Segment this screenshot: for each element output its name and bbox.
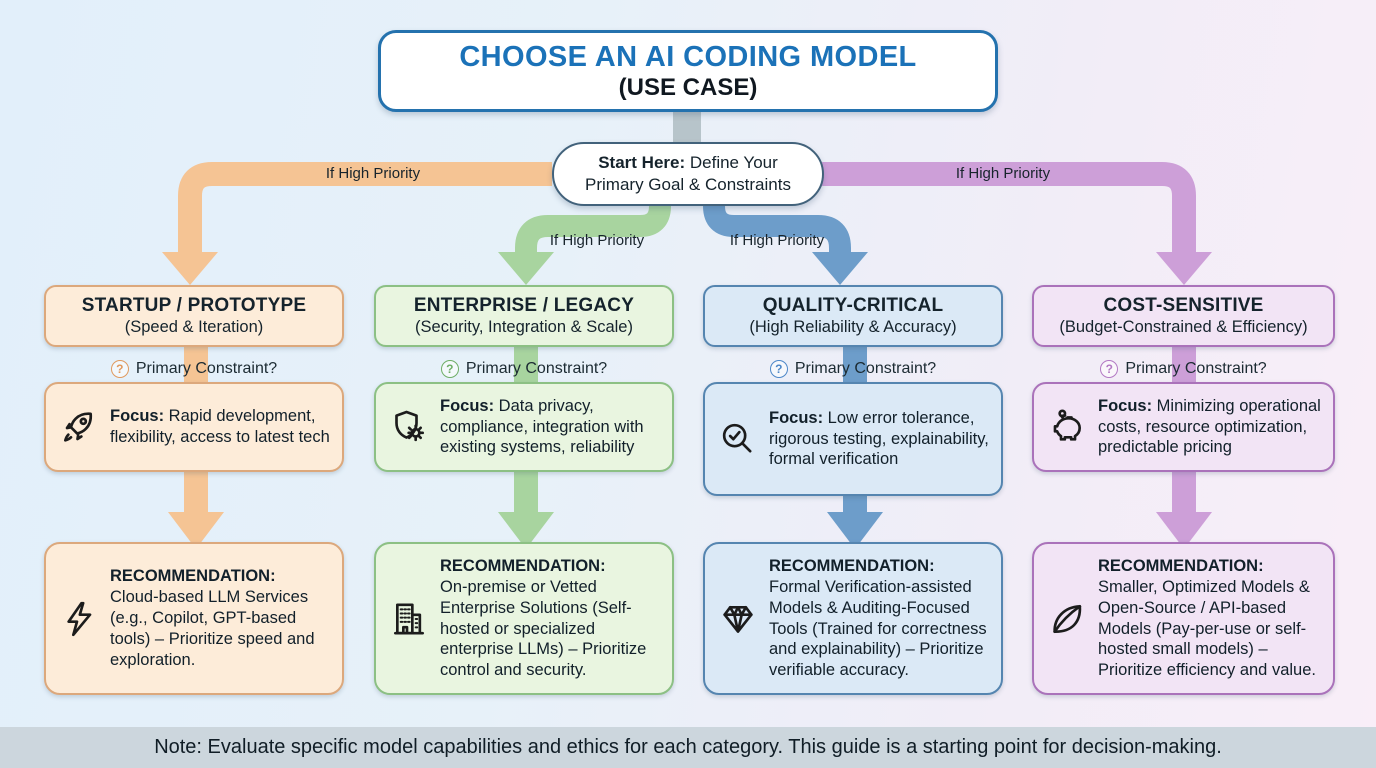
branch-label-enterprise: If High Priority [549, 232, 645, 249]
branch-label-cost: If High Priority [955, 165, 1051, 182]
constraint-row-enterprise: ? Primary Constraint? [374, 356, 674, 382]
constraint-label: Primary Constraint? [135, 360, 278, 377]
focus-text: Focus: Low error tolerance, rigorous tes… [769, 408, 991, 471]
recommendation-body: Cloud-based LLM Services (e.g., Copilot,… [110, 588, 315, 669]
piggy-bank-icon [1044, 407, 1090, 447]
recommendation-box-startup: RECOMMENDATION: Cloud-based LLM Services … [44, 542, 344, 695]
focus-body: Low error tolerance, rigorous testing, e… [769, 408, 989, 469]
main-title-box: CHOOSE AN AI CODING MODEL (USE CASE) [378, 30, 998, 112]
constraint-row-startup: ? Primary Constraint? [44, 356, 344, 382]
enterprise-rec-stem [514, 468, 538, 516]
constraint-label: Primary Constraint? [465, 360, 608, 377]
enterprise-branch-arrowhead [498, 252, 554, 285]
cost-constraint-stem [1172, 346, 1196, 388]
start-node: Start Here: Define Your Primary Goal & C… [552, 142, 824, 206]
focus-body: Rapid development, flexibility, access t… [110, 407, 330, 446]
constraint-row-quality: ? Primary Constraint? [703, 356, 1003, 382]
enterprise-branch-arm [515, 198, 671, 254]
building-icon [386, 599, 432, 639]
focus-body: Data privacy, compliance, integration wi… [440, 396, 644, 457]
leaf-icon [1044, 599, 1090, 639]
recommendation-text: RECOMMENDATION: Formal Verification-assis… [769, 556, 991, 682]
rocket-icon [56, 407, 102, 447]
start-node-label-rest: Define Your Primary Goal & Constraints [585, 153, 791, 194]
recommendation-text: RECOMMENDATION: Smaller, Optimized Models… [1098, 556, 1323, 682]
page-subtitle: (USE CASE) [618, 73, 758, 101]
quality-constraint-stem [843, 346, 867, 388]
category-subtitle: (Security, Integration & Scale) [415, 318, 633, 336]
focus-box-startup: Focus: Rapid development, flexibility, a… [44, 382, 344, 472]
enterprise-constraint-stem [514, 346, 538, 388]
cost-branch-arm [822, 162, 1196, 254]
focus-label: Focus: [440, 396, 495, 415]
recommendation-label: RECOMMENDATION: [1098, 556, 1264, 575]
recommendation-label: RECOMMENDATION: [110, 567, 276, 586]
focus-text: Focus: Data privacy, compliance, integra… [440, 396, 662, 459]
category-header-enterprise: ENTERPRISE / LEGACY (Security, Integrati… [374, 285, 674, 347]
constraint-row-cost: ? Primary Constraint? [1032, 356, 1335, 382]
category-subtitle: (Budget-Constrained & Efficiency) [1059, 318, 1308, 336]
recommendation-label: RECOMMENDATION: [769, 556, 935, 575]
focus-label: Focus: [110, 407, 165, 426]
footer-note: Note: Evaluate specific model capabiliti… [0, 727, 1376, 768]
category-header-quality: QUALITY-CRITICAL (High Reliability & Acc… [703, 285, 1003, 347]
recommendation-body: On-premise or Vetted Enterprise Solution… [440, 577, 647, 680]
start-node-label-bold: Start Here: [598, 153, 686, 173]
startup-branch-arm [178, 162, 552, 254]
recommendation-body: Smaller, Optimized Models & Open-Source … [1098, 577, 1316, 680]
question-icon: ? [440, 360, 459, 378]
start-node-text: Start Here: Define Your Primary Goal & C… [570, 152, 806, 196]
quality-rec-stem [843, 494, 867, 516]
category-header-cost: COST-SENSITIVE (Budget-Constrained & Eff… [1032, 285, 1335, 347]
recommendation-text: RECOMMENDATION: On-premise or Vetted Ente… [440, 556, 662, 682]
category-title: COST-SENSITIVE [1103, 295, 1264, 316]
branch-label-startup: If High Priority [325, 165, 421, 182]
diamond-icon [715, 599, 761, 639]
category-header-startup: STARTUP / PROTOTYPE (Speed & Iteration) [44, 285, 344, 347]
constraint-label: Primary Constraint? [1125, 360, 1267, 377]
cost-branch-arrowhead [1156, 252, 1212, 285]
recommendation-box-quality: RECOMMENDATION: Formal Verification-assis… [703, 542, 1003, 695]
focus-label: Focus: [769, 408, 824, 427]
focus-body: Minimizing operational costs, resource o… [1098, 396, 1321, 457]
page-title: CHOOSE AN AI CODING MODEL [459, 40, 917, 73]
branch-label-quality: If High Priority [729, 232, 825, 249]
category-subtitle: (High Reliability & Accuracy) [749, 318, 957, 336]
startup-rec-arrowhead [168, 512, 224, 549]
focus-box-quality: Focus: Low error tolerance, rigorous tes… [703, 382, 1003, 496]
question-icon: ? [1100, 360, 1119, 378]
startup-branch-arrowhead [162, 252, 218, 285]
quality-rec-arrowhead [827, 512, 883, 549]
title-start-connector [673, 106, 701, 148]
recommendation-text: RECOMMENDATION: Cloud-based LLM Services … [110, 566, 332, 671]
focus-box-cost: Focus: Minimizing operational costs, res… [1032, 382, 1335, 472]
recommendation-box-enterprise: RECOMMENDATION: On-premise or Vetted Ente… [374, 542, 674, 695]
recommendation-label: RECOMMENDATION: [440, 556, 606, 575]
enterprise-rec-arrowhead [498, 512, 554, 549]
startup-constraint-stem [184, 346, 208, 388]
question-icon: ? [110, 360, 129, 378]
shield-gear-icon [386, 407, 432, 447]
category-title: ENTERPRISE / LEGACY [413, 295, 635, 316]
quality-branch-arrowhead [812, 252, 868, 285]
focus-label: Focus: [1098, 396, 1153, 415]
quality-branch-arm [703, 198, 851, 254]
focus-text: Focus: Minimizing operational costs, res… [1098, 396, 1323, 459]
recommendation-body: Formal Verification-assisted Models & Au… [769, 577, 987, 680]
startup-rec-stem [184, 468, 208, 516]
category-title: STARTUP / PROTOTYPE [81, 295, 307, 316]
magnifier-check-icon [715, 419, 761, 459]
question-icon: ? [769, 360, 788, 378]
recommendation-box-cost: RECOMMENDATION: Smaller, Optimized Models… [1032, 542, 1335, 695]
category-title: QUALITY-CRITICAL [762, 295, 944, 316]
category-subtitle: (Speed & Iteration) [124, 318, 264, 336]
focus-text: Focus: Rapid development, flexibility, a… [110, 406, 332, 448]
constraint-label: Primary Constraint? [794, 360, 937, 377]
lightning-icon [56, 599, 102, 639]
cost-rec-stem [1172, 468, 1196, 516]
cost-rec-arrowhead [1156, 512, 1212, 549]
focus-box-enterprise: Focus: Data privacy, compliance, integra… [374, 382, 674, 472]
